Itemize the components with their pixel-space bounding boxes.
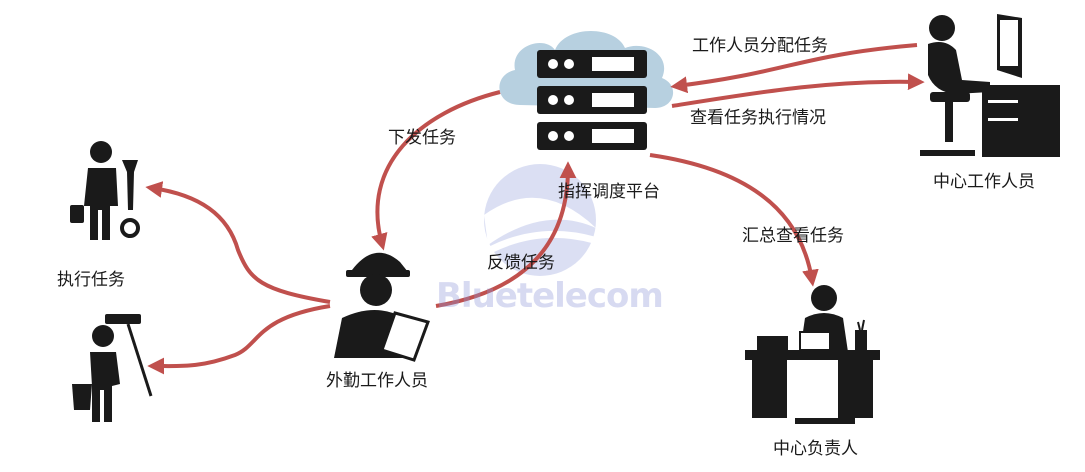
arrow-execute-top xyxy=(145,181,331,304)
watermark-text: Bluetelecom xyxy=(436,276,664,316)
label-summary: 汇总查看任务 xyxy=(742,226,844,246)
label-dispatch: 下发任务 xyxy=(388,128,456,148)
arrow-feedback xyxy=(435,161,577,308)
label-assign: 工作人员分配任务 xyxy=(692,36,828,56)
label-field-worker: 外勤工作人员 xyxy=(326,371,428,391)
label-execute: 执行任务 xyxy=(57,270,125,290)
arrow-assign xyxy=(670,43,918,94)
label-feedback: 反馈任务 xyxy=(487,253,555,273)
center-staff-icon xyxy=(920,14,1060,157)
label-view-status: 查看任务执行情况 xyxy=(690,108,826,128)
arrow-summary xyxy=(649,153,819,287)
arrow-view-status xyxy=(671,73,925,108)
label-center-staff: 中心工作人员 xyxy=(933,172,1035,192)
arrow-dispatch xyxy=(371,90,501,251)
cloud-server-icon xyxy=(499,30,674,150)
center-manager-icon xyxy=(745,285,880,424)
wrench-worker-icon xyxy=(70,141,140,240)
arrow-execute-bottom xyxy=(147,304,331,375)
label-center-manager: 中心负责人 xyxy=(773,439,858,459)
label-platform: 指挥调度平台 xyxy=(558,182,660,202)
painter-worker-icon xyxy=(72,314,153,422)
field-worker-icon xyxy=(334,252,430,362)
